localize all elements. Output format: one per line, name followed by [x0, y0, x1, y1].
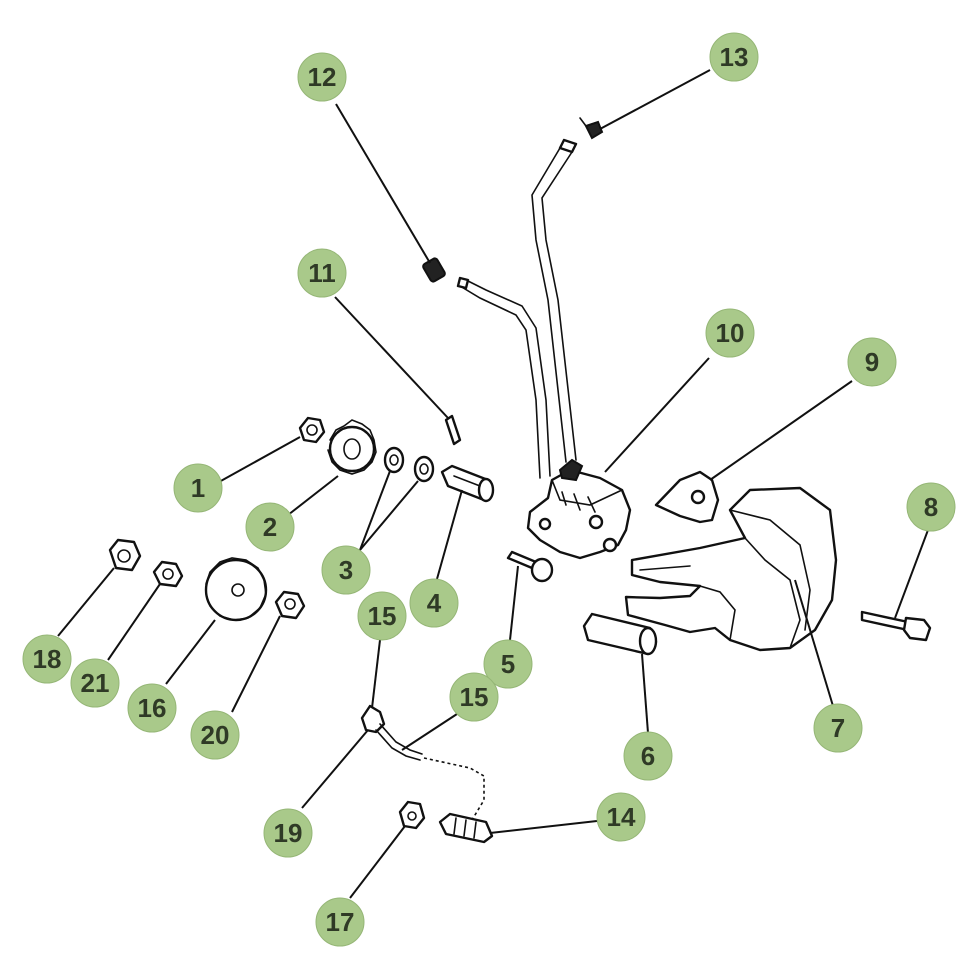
callout-badge-7: 7: [813, 703, 863, 753]
leader-3b: [359, 480, 419, 551]
callout-label: 9: [865, 347, 879, 377]
leader-1: [218, 436, 301, 483]
callout-label: 15: [368, 601, 397, 631]
leader-19: [301, 729, 369, 809]
callout-label: 17: [326, 907, 355, 937]
callout-label: 3: [339, 555, 353, 585]
callout-badge-19: 19: [263, 808, 313, 858]
leader-16: [165, 619, 216, 685]
callout-label: 8: [924, 492, 938, 522]
callout-label: 4: [427, 588, 442, 618]
callout-badge-11: 11: [297, 248, 347, 298]
part-shaft-4: [440, 464, 495, 503]
part-nut-17: [398, 800, 426, 830]
callout-badge-8: 8: [906, 482, 956, 532]
callout-label: 10: [716, 318, 745, 348]
leader-21: [107, 583, 161, 661]
leader-lines: [57, 69, 929, 899]
callout-label: 21: [81, 668, 110, 698]
callout-label: 5: [501, 649, 515, 679]
callout-label: 20: [201, 720, 230, 750]
callout-label: 7: [831, 713, 845, 743]
callout-label: 2: [263, 512, 277, 542]
callout-badge-16: 16: [127, 683, 177, 733]
callout-label: 14: [607, 802, 636, 832]
part-washer-20: [274, 590, 306, 620]
leader-12: [335, 103, 431, 264]
leader-13: [599, 69, 711, 130]
part-connector-14: [438, 812, 494, 844]
callout-badge-4: 4: [409, 578, 459, 628]
part-nut-21: [152, 560, 184, 588]
part-screw-5: [506, 550, 554, 583]
callout-label: 6: [641, 741, 655, 771]
callout-badge-20: 20: [190, 710, 240, 760]
callout-badge-13: 13: [709, 32, 759, 82]
callout-badge-2: 2: [245, 502, 295, 552]
part-cable-19: [360, 704, 485, 821]
part-nipple-13: [579, 117, 604, 140]
callout-label: 18: [33, 644, 62, 674]
callout-badge-10: 10: [705, 308, 755, 358]
leader-9: [709, 380, 853, 481]
leader-7: [794, 579, 834, 707]
part-oil-pipe-short: [456, 276, 551, 479]
part-oil-pump: [526, 458, 632, 560]
part-nut-1: [298, 416, 326, 444]
callout-label: 12: [308, 62, 337, 92]
leader-17: [349, 825, 406, 899]
part-gear-2: [327, 419, 377, 475]
callout-label: 13: [720, 42, 749, 72]
leader-4: [436, 489, 463, 580]
leader-20: [231, 615, 281, 713]
leader-15b: [401, 713, 458, 751]
callout-label: 16: [138, 693, 167, 723]
callout-label: 1: [191, 473, 205, 503]
leader-3a: [359, 470, 391, 551]
part-long-bolt: [860, 610, 932, 642]
leader-5: [509, 565, 519, 641]
part-pipe-cap-12: [422, 257, 446, 283]
callout-badge-9: 9: [847, 337, 897, 387]
callout-label: 11: [308, 258, 336, 288]
leader-2: [287, 475, 339, 516]
part-pin-11: [444, 414, 462, 446]
callout-badge-15b: 15: [449, 672, 499, 722]
leader-11: [334, 296, 449, 419]
callout-badge-15a: 15: [357, 591, 407, 641]
leader-14: [489, 820, 598, 834]
callout-label: 15: [460, 682, 489, 712]
part-sprocket-16: [204, 557, 268, 622]
part-oil-pipe-long: [531, 138, 578, 463]
callout-badge-6: 6: [623, 731, 673, 781]
callout-badge-14: 14: [596, 792, 646, 842]
callout-badge-3: 3: [321, 545, 371, 595]
callout-badge-1: 1: [173, 463, 223, 513]
leader-15a: [371, 639, 381, 709]
leader-8: [894, 529, 929, 619]
part-plate: [654, 470, 720, 524]
callout-badge-12: 12: [297, 52, 347, 102]
callout-badge-17: 17: [315, 897, 365, 947]
callout-label: 19: [274, 818, 303, 848]
leader-6: [641, 653, 649, 734]
part-bushing: [582, 612, 658, 656]
part-washers-3: [383, 446, 435, 483]
callout-badge-5: 5: [483, 639, 533, 689]
part-nut-18: [108, 538, 142, 572]
callout-badge-18: 18: [22, 634, 72, 684]
leader-10: [604, 357, 710, 473]
part-housing: [624, 486, 838, 652]
callout-badge-21: 21: [70, 658, 120, 708]
leader-18: [57, 567, 115, 637]
